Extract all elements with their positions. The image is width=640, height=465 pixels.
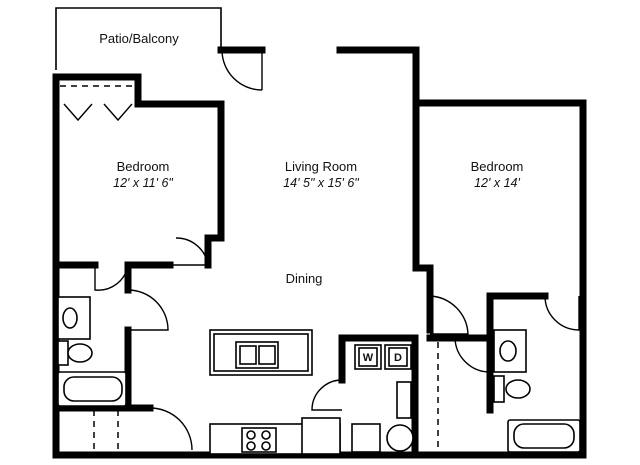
entry-door [149, 407, 193, 451]
living-room-dims: 14' 5" x 15' 6" [283, 176, 359, 190]
right-hall-door [454, 337, 491, 373]
left-sink [62, 307, 78, 329]
closet-markings [60, 85, 439, 452]
doors [63, 49, 580, 451]
left-bedroom-door [170, 237, 209, 266]
right-bedroom-dims: 12' x 14' [474, 176, 520, 190]
left-tub-basin [63, 376, 123, 402]
left-bath-door [94, 264, 129, 291]
patio-door [221, 49, 263, 91]
washer-label: W [363, 352, 374, 364]
left-closet-door [63, 103, 133, 122]
right-bedroom-door [429, 295, 469, 335]
right-toilet-tank [493, 375, 505, 403]
refrigerator [301, 417, 341, 455]
pantry [351, 423, 381, 453]
interior-walls [52, 100, 549, 459]
left-toilet-bowl [67, 343, 93, 363]
left-bedroom-dims: 12' x 11' 6" [113, 176, 173, 190]
patio-label: Patio/Balcony [99, 31, 179, 46]
right-bath-door [544, 295, 580, 331]
water-heater [386, 424, 414, 452]
right-tub-basin [513, 423, 575, 449]
laundry [354, 344, 412, 370]
left-toilet-tank [57, 340, 69, 366]
exterior-walls [52, 46, 587, 459]
dining-label: Dining [286, 271, 323, 286]
kitchen [209, 329, 414, 455]
right-sink [499, 340, 517, 362]
right-bedroom-name: Bedroom [471, 159, 524, 174]
laundry-shelf [396, 381, 412, 419]
laundry-door [311, 379, 343, 411]
patio-balcony [55, 7, 222, 70]
hall-door [127, 289, 169, 331]
right-toilet-bowl [505, 379, 531, 399]
left-bedroom-name: Bedroom [117, 159, 170, 174]
dryer-label: D [394, 352, 402, 364]
living-room-name: Living Room [285, 159, 357, 174]
left-bath-fixtures [57, 296, 127, 407]
right-bath-fixtures [493, 329, 581, 453]
